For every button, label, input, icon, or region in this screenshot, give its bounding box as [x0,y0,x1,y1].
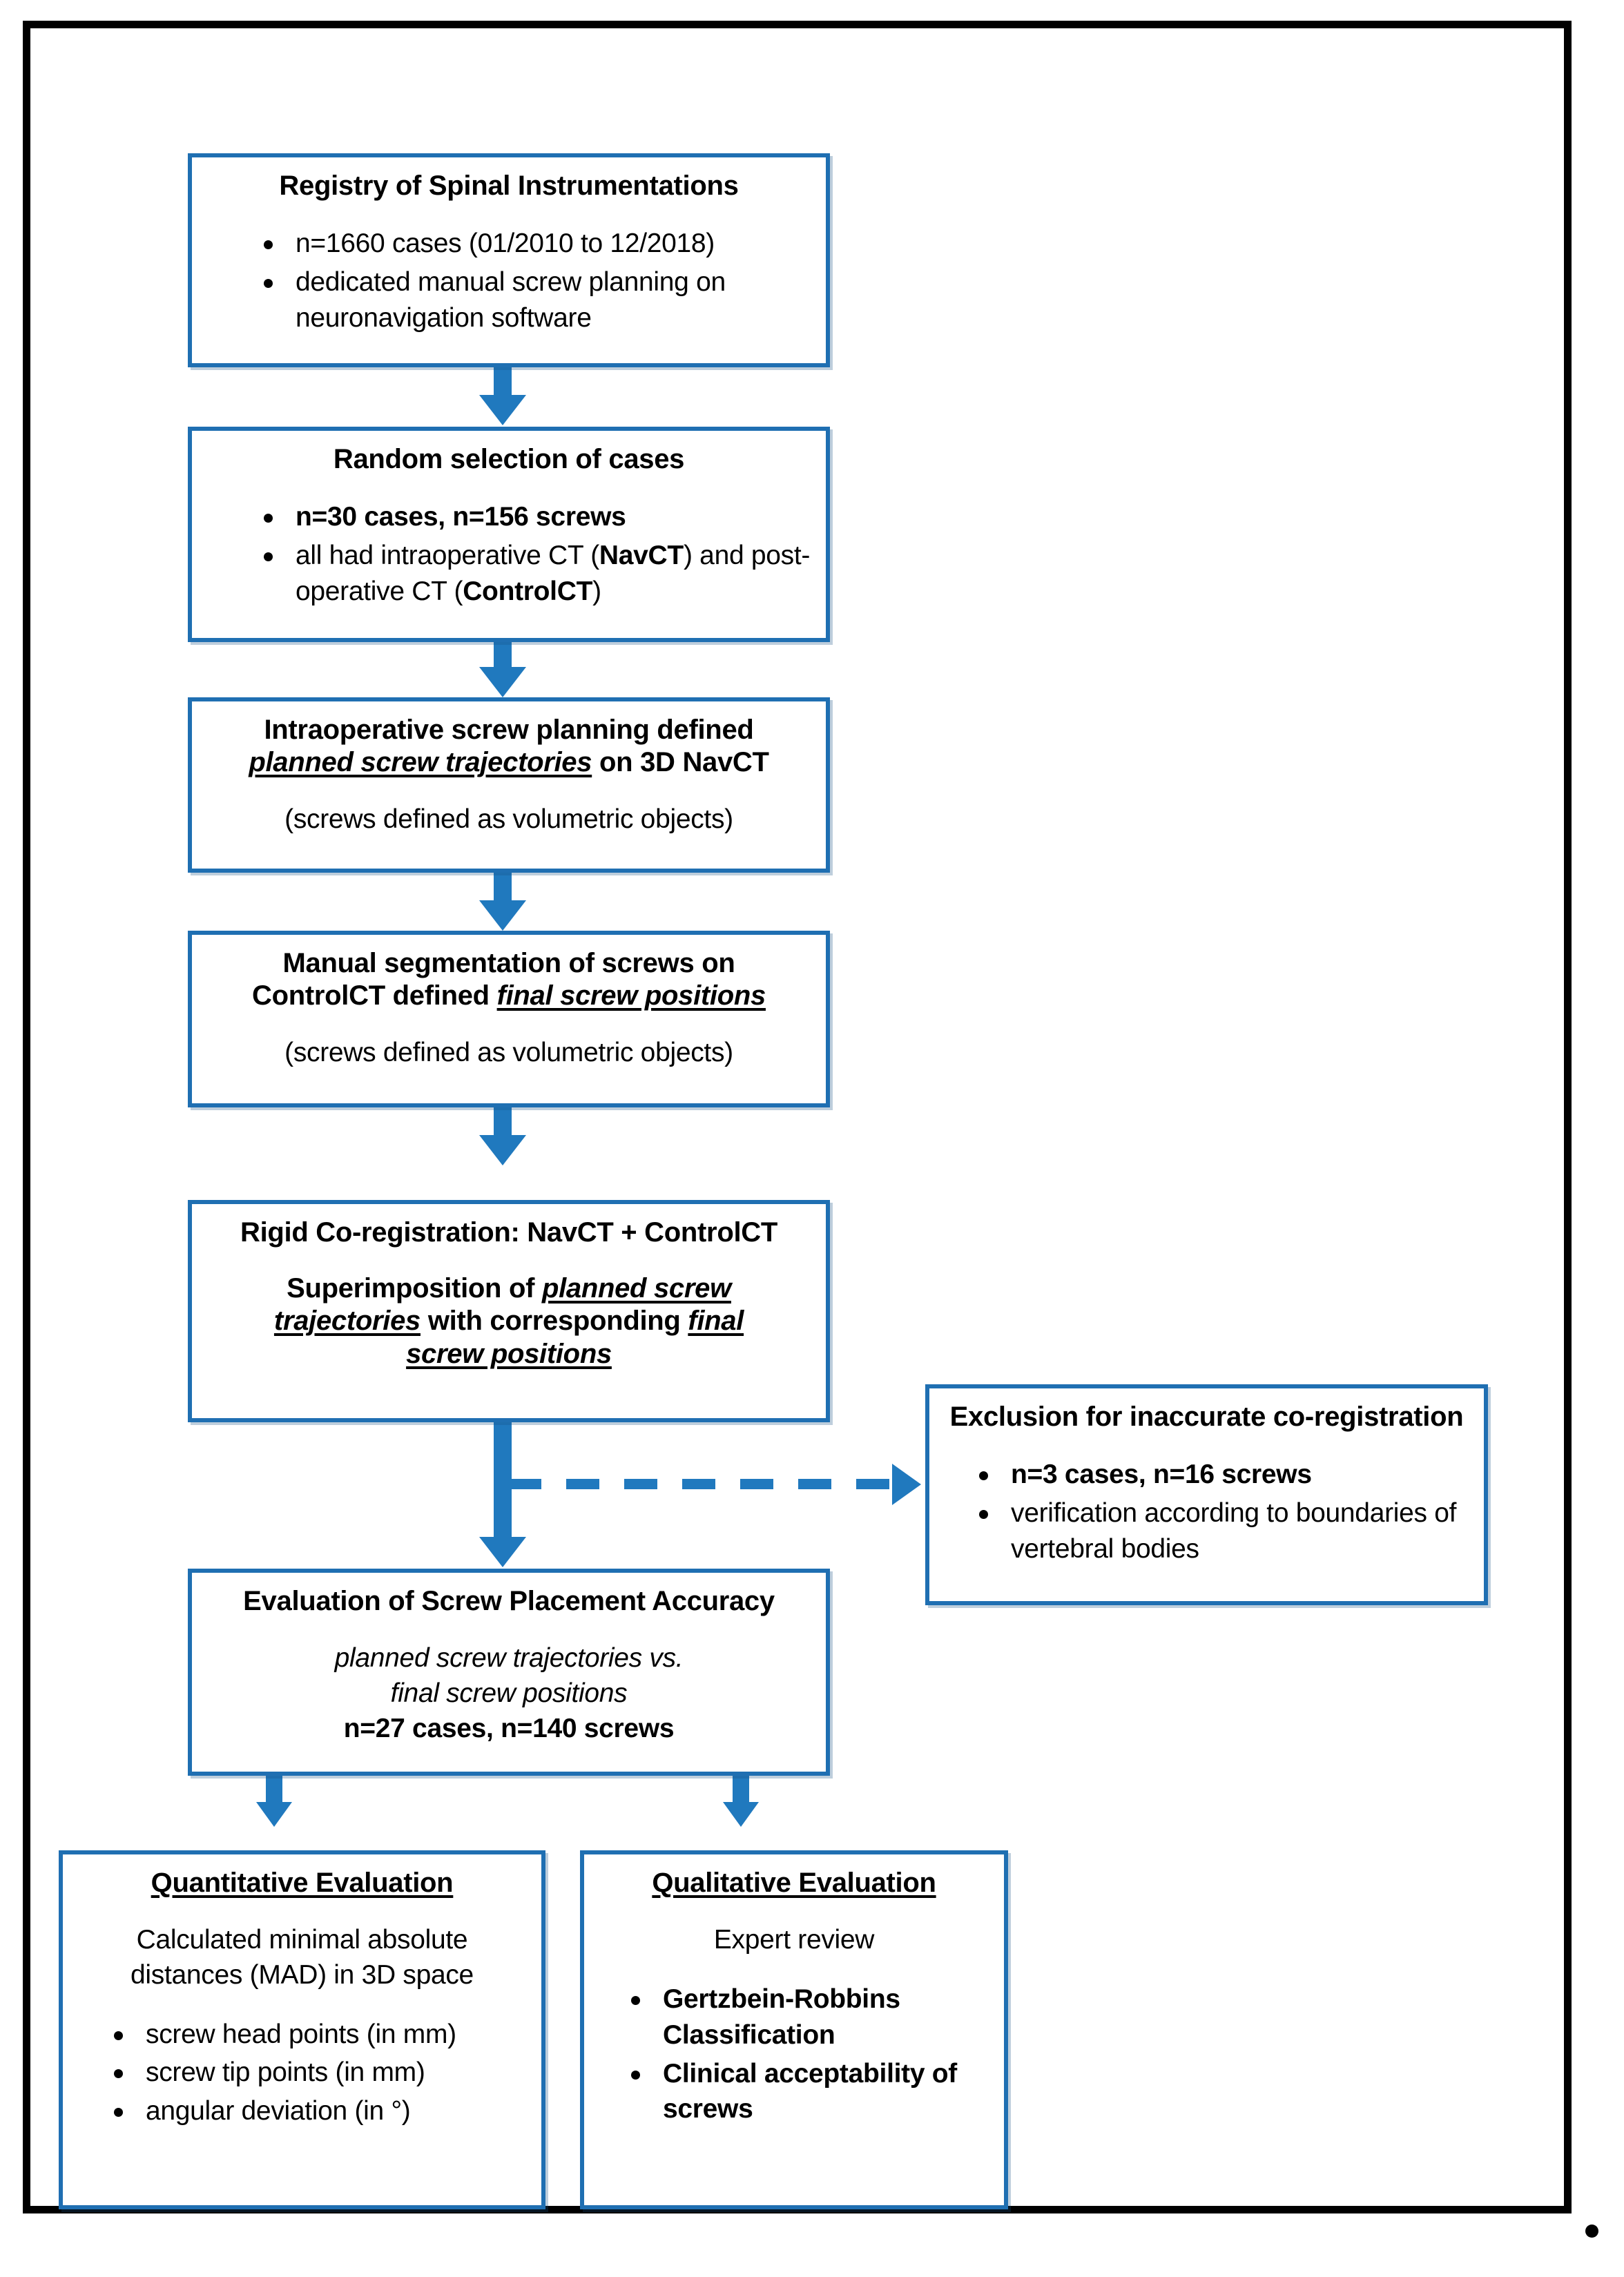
text-fragment: ) and post-operative CT ( [296,541,811,606]
list-item: screw tip points (in mm) [111,2055,526,2091]
list-item: n=3 cases, n=16 screws [976,1457,1469,1493]
box-quantitative-title: Quantitative Evaluation [151,1868,454,1898]
arrow-down-1 [479,395,526,425]
box-quantitative-sub-line2: distances (MAD) in 3D space [130,1959,474,1990]
box-segmentation: Manual segmentation of screws on Control… [188,931,830,1107]
list-item: n=1660 cases (01/2010 to 12/2018) [261,226,811,262]
box-registry: Registry of Spinal Instrumentations n=16… [188,153,830,367]
list-item: screw head points (in mm) [111,2017,526,2053]
box-quantitative-bullets: screw head points (in mm) screw tip poin… [78,2017,526,2133]
text-emphasis-controlct: ControlCT [463,576,593,606]
box-evaluation-sub-line1: planned screw trajectories vs. [334,1643,684,1674]
arrow-down-3 [479,900,526,931]
text-emphasis-final-positions: final screw positions [496,980,766,1011]
box-segmentation-line2: ControlCT defined final screw positions [207,980,811,1012]
box-random-selection: Random selection of cases n=30 cases, n=… [188,427,830,642]
box-planning: Intraoperative screw planning defined pl… [188,697,830,873]
box-registry-bullets: n=1660 cases (01/2010 to 12/2018) dedica… [207,226,811,339]
arrow-down-4 [479,1135,526,1165]
text-fragment: on 3D NavCT [592,747,769,778]
list-item: all had intraoperative CT (NavCT) and po… [261,538,811,610]
box-evaluation-sub-line2: final screw positions [390,1678,628,1708]
list-item: dedicated manual screw planning on neuro… [261,264,811,336]
text-emphasis-navct: NavCT [599,541,684,571]
connector-line-quantitative [266,1776,282,1806]
list-item: verification according to boundaries of … [976,1495,1469,1567]
box-coregistration-body: Superimposition of planned screw traject… [207,1272,811,1370]
text-fragment: ) [592,576,601,606]
box-evaluation-title: Evaluation of Screw Placement Accuracy [243,1586,775,1616]
arrow-down-5 [479,1537,526,1567]
box-registry-title: Registry of Spinal Instrumentations [279,171,739,201]
box-random-selection-bullets: n=30 cases, n=156 screws all had intraop… [207,499,811,612]
box-segmentation-line1: Manual segmentation of screws on [282,948,735,978]
box-coregistration-title: Rigid Co-registration: NavCT + ControlCT [240,1217,777,1248]
text-fragment: ControlCT defined [252,980,497,1011]
box-segmentation-note: (screws defined as volumetric objects) [284,1038,733,1068]
box-planning-line2: planned screw trajectories on 3D NavCT [207,746,811,779]
box-random-selection-title: Random selection of cases [333,444,685,474]
box-evaluation-counts: n=27 cases, n=140 screws [343,1713,675,1743]
connector-dashed-exclusion [508,1479,892,1489]
list-item: n=30 cases, n=156 screws [261,499,811,535]
list-item: Gertzbein-Robbins Classification [628,1982,989,2053]
arrow-down-2 [479,667,526,697]
trailing-period-mark [1585,2225,1598,2238]
box-planning-line1: Intraoperative screw planning defined [264,715,754,745]
box-exclusion-title: Exclusion for inaccurate co-registration [949,1402,1464,1432]
text-fragment: with corresponding [420,1306,688,1337]
box-qualitative-title: Qualitative Evaluation [652,1868,936,1898]
box-exclusion: Exclusion for inaccurate co-registration… [925,1384,1488,1605]
box-planning-note: (screws defined as volumetric objects) [284,804,733,835]
text-fragment: all had intraoperative CT ( [296,541,599,571]
text-emphasis-planned-trajectories: planned screw trajectories [273,1273,731,1337]
connector-line-2 [494,642,512,671]
arrow-down-quantitative [256,1802,292,1827]
list-item: Clinical acceptability of screws [628,2056,989,2128]
page-border-frame [23,21,1572,2213]
arrow-down-qualitative [723,1802,759,1827]
text-emphasis-final-positions: final screw positions [406,1306,744,1369]
text-fragment: Superimposition of [287,1273,542,1304]
box-qualitative-bullets: Gertzbein-Robbins Classification Clinica… [599,1982,989,2130]
box-quantitative: Quantitative Evaluation Calculated minim… [59,1850,545,2209]
connector-line-3 [494,873,512,904]
box-evaluation: Evaluation of Screw Placement Accuracy p… [188,1569,830,1776]
box-qualitative-sub: Expert review [713,1925,875,1955]
box-coregistration: Rigid Co-registration: NavCT + ControlCT… [188,1200,830,1422]
list-item: angular deviation (in °) [111,2093,526,2129]
arrow-right-exclusion [892,1464,921,1505]
box-exclusion-bullets: n=3 cases, n=16 screws verification acco… [945,1457,1469,1570]
box-quantitative-sub-line1: Calculated minimal absolute [136,1925,468,1955]
connector-line-qualitative [733,1776,749,1806]
text-emphasis-planned-trajectories: planned screw trajectories [249,747,592,778]
box-qualitative: Qualitative Evaluation Expert review Ger… [580,1850,1008,2209]
